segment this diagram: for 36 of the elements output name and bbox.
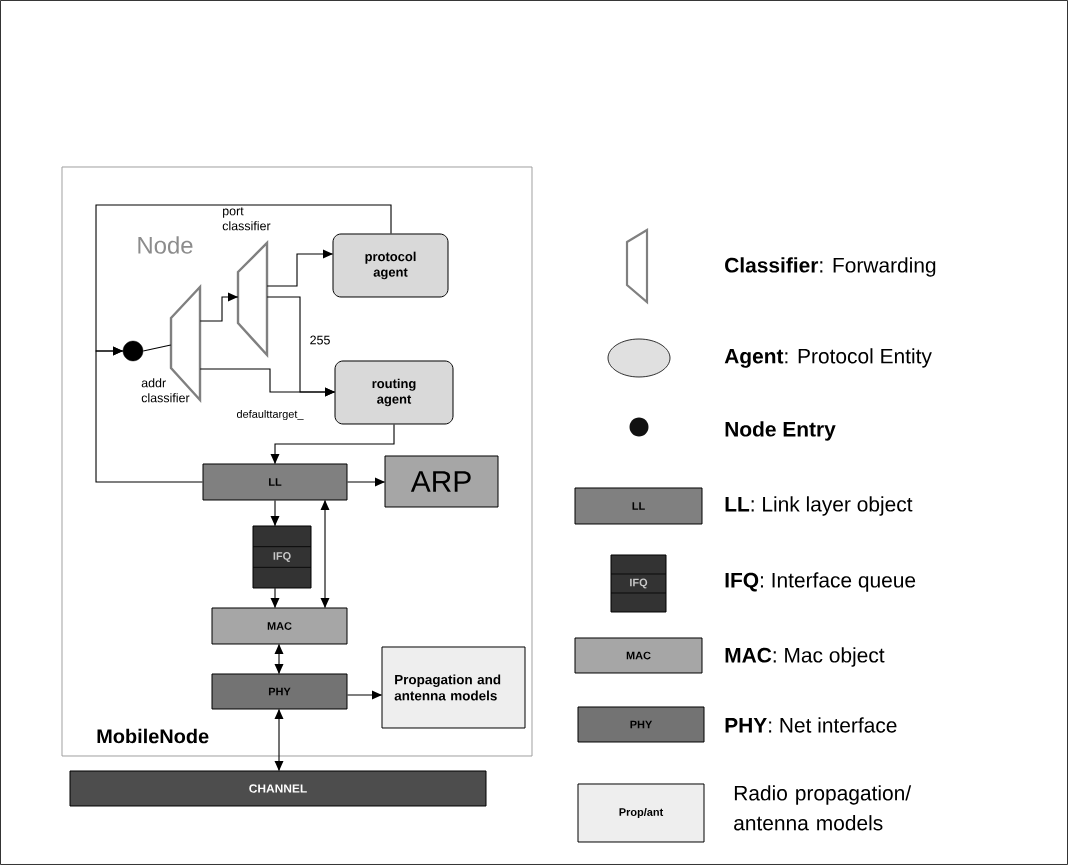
arrow [346,477,386,487]
legend-text: Agent: Protocol Entity [724,348,932,368]
entry-dot [122,340,144,362]
agent-box: routing agent [334,360,454,425]
legend-text: IFQ: Interface queue [725,572,916,592]
edge-label: 255 [308,334,332,346]
model-box: Propagation and antenna models [381,646,526,729]
edge-label: defaulttarget_ [235,408,305,422]
legend-text: Classifier: Forwarding [725,257,936,277]
classifier-label: port classifier [222,207,271,231]
arrow [199,292,239,322]
arrow [270,587,280,609]
connector [142,344,172,352]
legend-text: MAC: Mac object [725,647,885,667]
queue-box: IFQ [252,525,312,589]
arrow [274,708,284,772]
layer-box: LL [202,463,348,501]
legend-text: Radio propagation/ antenna models [734,785,912,831]
legend-text: PHY: Net interface [725,717,897,733]
arrow [95,346,204,483]
legend-text: Node Entry [725,421,836,441]
layer-box: PHY [211,673,348,710]
region-label: Node [138,236,193,254]
arrow [346,690,383,700]
arrow [274,643,284,675]
agent-box: protocol agent [332,233,449,298]
arrow [270,499,280,527]
classifier-label: addr classifier [141,378,190,403]
arrow [270,423,395,465]
layer-box: MAC [211,607,348,645]
arrow [266,249,334,287]
legend-text: LL: Link layer object [725,496,913,516]
channel-bar: CHANNEL [69,770,487,807]
arrow [199,368,336,397]
arp-box: ARP [384,455,499,508]
arrow [320,499,330,609]
